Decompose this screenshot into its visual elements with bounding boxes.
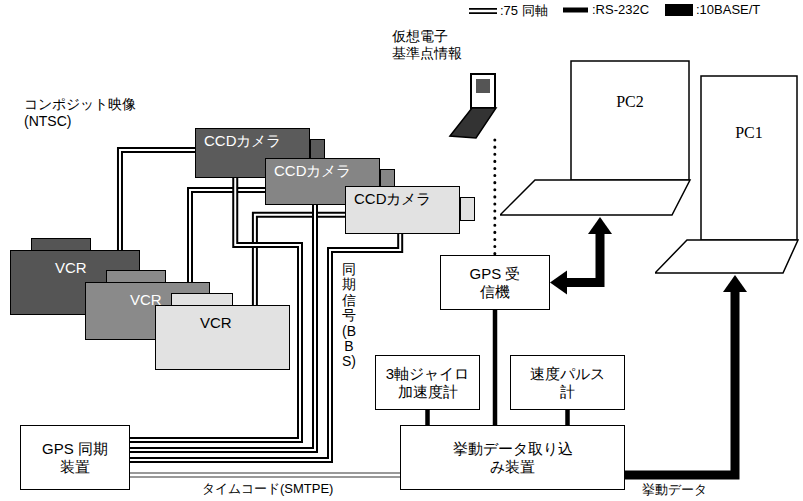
gps-sync-box: GPS 同期装置: [20, 425, 130, 490]
arrow-head: [588, 217, 612, 234]
node-text: GPS 受信機: [464, 265, 527, 301]
edge-label: 挙動データ: [640, 482, 709, 498]
legend-text: :75 同軸: [500, 2, 548, 20]
legend-swatch: [468, 4, 498, 18]
connector-line: [130, 178, 300, 440]
connector-line: [130, 474, 400, 476]
data-logger-box: 挙動データ取り込 み装置: [400, 425, 625, 490]
legend-swatch: [560, 3, 590, 17]
connector: [625, 275, 747, 475]
legend-line: [469, 10, 497, 13]
connector: [550, 217, 612, 295]
signal-label: 同期信号(BBS): [340, 262, 358, 370]
connector: [130, 475, 400, 476]
edge-label: タイムコード(SMTPE): [200, 481, 335, 497]
connector-line: [120, 150, 195, 250]
laptop-screen: [571, 61, 689, 180]
phone-display: [476, 79, 490, 93]
gyro-box: 3軸ジャイロ 加速度計: [375, 355, 480, 410]
node-text: CCDカメラ: [354, 190, 432, 208]
connector-line: [130, 205, 315, 450]
legend-item: :75 同軸: [468, 2, 548, 20]
gps-receiver: GPS 受信機: [440, 255, 550, 310]
connector-line: [625, 288, 735, 475]
legend-line: [563, 7, 588, 12]
screen-area: PC2: [570, 60, 690, 144]
connector: [120, 150, 195, 250]
reference-point-phone: 仮想電子 基準点情報: [392, 28, 505, 140]
tape-slot: [31, 238, 91, 251]
laptop-outline: [655, 75, 800, 275]
tape-slot: [106, 270, 166, 283]
node-text: GPS 同期装置: [42, 440, 108, 476]
legend-text: :RS-232C: [592, 2, 649, 17]
legend-item: :10BASE/T: [664, 2, 760, 17]
connector-line: [563, 230, 600, 283]
connector-line: [493, 140, 496, 255]
node-text: 3軸ジャイロ 加速度計: [381, 365, 474, 401]
legend-item: :RS-232C: [560, 2, 649, 17]
legend-block: [665, 4, 693, 16]
node-text: VCR: [55, 259, 87, 277]
connector: [427, 410, 428, 425]
camera-lens: [460, 197, 475, 221]
pc-laptop: PC2: [500, 60, 695, 217]
node-text: VCR: [200, 314, 232, 332]
connector-line: [425, 410, 430, 425]
connector-line: [493, 310, 498, 425]
connector: [494, 140, 495, 255]
tape-slot: [171, 293, 233, 306]
phone-lid: [471, 74, 495, 108]
laptop-outline: [500, 60, 695, 217]
vcr-deck: VCR: [155, 305, 290, 370]
connector-line: [565, 410, 570, 425]
node-text: PC1: [735, 123, 763, 142]
connector-line: [130, 234, 400, 460]
pc-laptop: PC1: [655, 75, 800, 275]
arrow-head: [723, 275, 747, 292]
connector: [567, 410, 568, 425]
arrow-head: [550, 271, 567, 295]
signal-label: コンポジット映像 (NTSC): [22, 96, 142, 130]
connector-line: [130, 205, 315, 450]
legend-text: :10BASE/T: [696, 2, 760, 17]
node-text: 速度パルス 計: [528, 365, 608, 401]
ccd-camera: CCDカメラ: [345, 186, 460, 234]
connector-line: [130, 178, 300, 440]
speed-pulse-box: 速度パルス 計: [510, 355, 625, 410]
connector: [130, 178, 300, 440]
connector: [495, 310, 496, 425]
connector: [130, 205, 315, 450]
legend-line: [469, 8, 497, 14]
node-text: PC2: [616, 92, 644, 111]
node-text: CCDカメラ: [204, 132, 282, 150]
screen-area: PC1: [700, 75, 798, 191]
node-text: CCDカメラ: [274, 162, 352, 180]
connector: [130, 234, 400, 460]
node-text: 仮想電子 基準点情報: [392, 28, 465, 62]
phone-body: [450, 108, 496, 138]
laptop-base: [500, 180, 690, 215]
laptop-base: [655, 240, 798, 273]
legend-swatch: [664, 3, 694, 17]
connector-line: [130, 472, 400, 478]
connector-line: [120, 150, 195, 250]
connector-line: [130, 234, 400, 460]
node-text: 挙動データ取り込 み装置: [450, 440, 575, 476]
laptop-screen: [701, 76, 797, 240]
